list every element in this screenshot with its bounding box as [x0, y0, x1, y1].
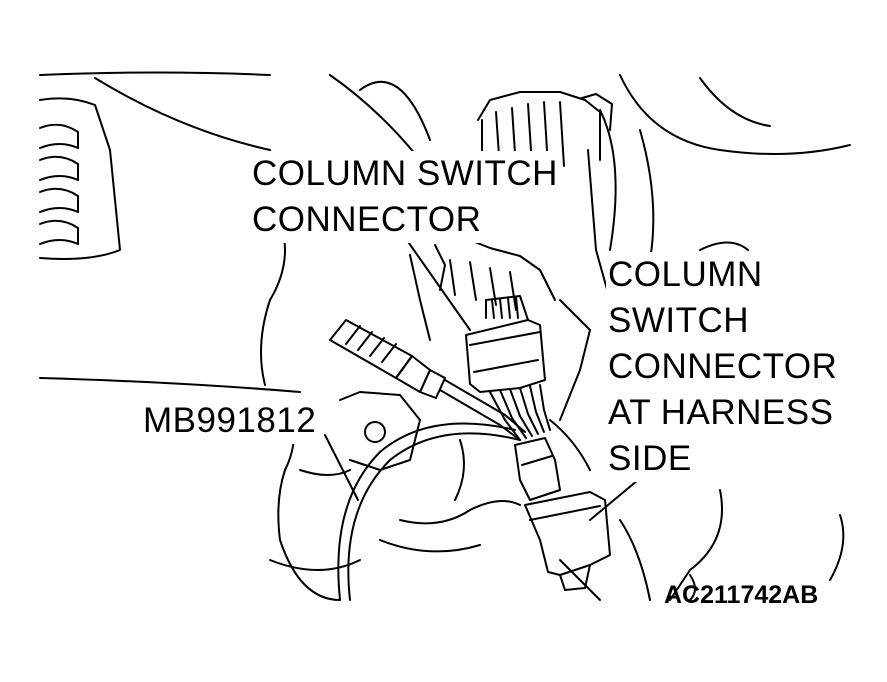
harness-side-connector-label-line-5: SIDE	[608, 439, 692, 478]
figure-code: AC211742AB	[664, 581, 819, 609]
harness-side-connector	[514, 437, 626, 591]
column-switch-connector-label-line-1: COLUMN SWITCH	[252, 154, 558, 193]
probe-tool	[329, 319, 526, 441]
cable-loop	[337, 422, 521, 601]
lower-components	[269, 391, 845, 601]
harness-side-connector-label-line-2: SWITCH	[608, 301, 750, 340]
tool-part-number-label: MB991812	[141, 398, 321, 444]
leader-lines	[324, 235, 651, 521]
harness-side-connector-label: COLUMN SWITCH CONNECTOR AT HARNESS SIDE	[606, 252, 840, 482]
wire-bundle	[489, 384, 591, 471]
air-vent	[39, 123, 79, 245]
column-switch-connector-label-line-2: CONNECTOR	[252, 200, 482, 239]
column-switch-connector	[465, 295, 546, 393]
harness-side-connector-label-line-4: AT HARNESS	[608, 393, 834, 432]
harness-side-connector-label-line-3: CONNECTOR	[608, 347, 838, 386]
column-switch-connector-label: COLUMN SWITCH CONNECTOR	[250, 151, 562, 243]
harness-side-connector-label-line-1: COLUMN	[608, 255, 763, 294]
